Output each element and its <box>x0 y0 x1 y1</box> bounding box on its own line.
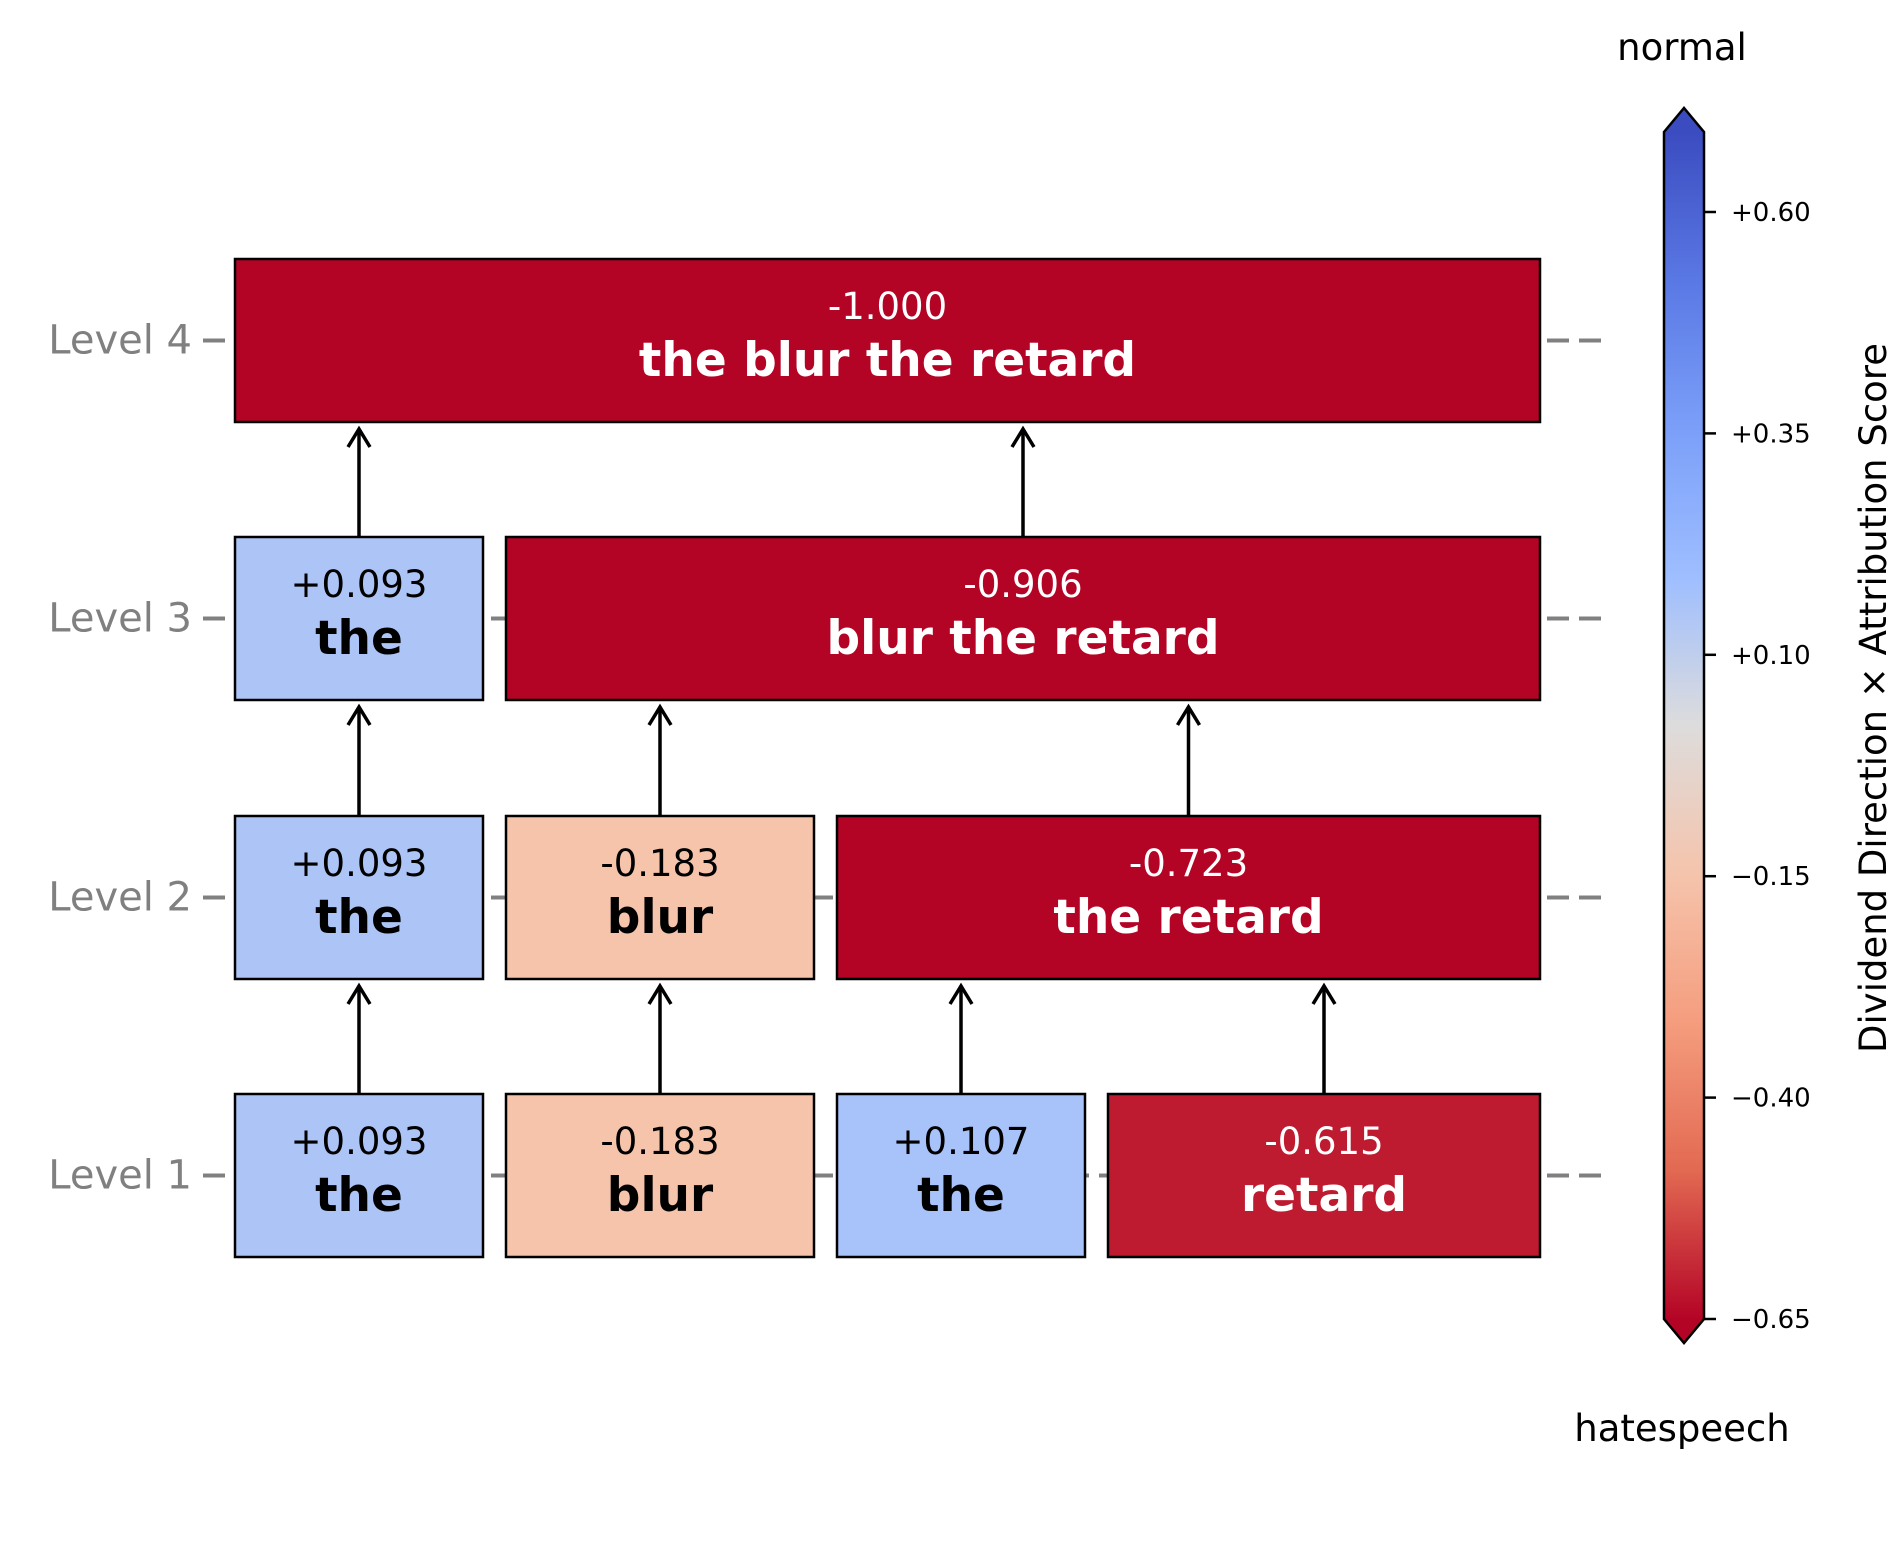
phrase-node-box <box>504 1092 816 1259</box>
colorbar-upper-extension <box>1664 108 1704 132</box>
node-phrase: blur the retard <box>827 611 1220 666</box>
node-phrase: the <box>315 611 403 666</box>
node-phrase: the <box>917 1168 1005 1223</box>
colorbar-axis-label: Dividend Direction × Attribution Score <box>1852 343 1895 1053</box>
node-score: -0.183 <box>600 842 719 885</box>
merge-arrow-head <box>948 982 974 1005</box>
node-phrase: retard <box>1241 1168 1407 1223</box>
colorbar-tick-label: +0.35 <box>1731 419 1811 449</box>
phrase-node-box <box>835 1092 1087 1259</box>
merge-arrow-head <box>346 425 372 448</box>
phrase-node: -0.183 blur <box>504 814 816 981</box>
node-phrase: the <box>315 1168 403 1223</box>
colorbar-tick-label: +0.60 <box>1731 198 1811 228</box>
colorbar-tick-label: −0.40 <box>1731 1084 1811 1114</box>
phrase-node-box <box>233 814 485 981</box>
phrase-node-box <box>504 535 1542 702</box>
colorbar-tick-label: −0.65 <box>1731 1305 1811 1335</box>
phrase-node: -0.183 blur <box>504 1092 816 1259</box>
phrase-node: +0.107 the <box>835 1092 1087 1259</box>
node-score: -1.000 <box>828 285 947 328</box>
colorbar-lower-extension <box>1664 1319 1704 1343</box>
phrase-node-box <box>835 814 1542 981</box>
level-label: Level 3 <box>48 596 192 642</box>
phrase-node-box <box>1106 1092 1542 1259</box>
colorbar-gradient <box>1664 132 1704 1319</box>
merge-arrow-head <box>1010 425 1036 448</box>
phrase-node-box <box>504 814 816 981</box>
phrase-node: -0.615 retard <box>1106 1092 1542 1259</box>
phrase-node: -0.906 blur the retard <box>504 535 1542 702</box>
merge-arrow-head <box>346 703 372 726</box>
level-labels: Level 1 Level 2 Level 3 Level 4 <box>48 318 192 1199</box>
colorbar-ticks: +0.60 +0.35 +0.10 −0.15 −0.40 −0.65 <box>1704 198 1811 1335</box>
phrase-node: +0.093 the <box>233 1092 485 1259</box>
phrase-node-box <box>233 535 485 702</box>
level-guide-lines <box>203 338 1605 1178</box>
colorbar-bottom-label: hatespeech <box>1574 1407 1789 1450</box>
node-phrase: the blur the retard <box>639 333 1136 388</box>
node-score: +0.093 <box>291 563 428 606</box>
phrase-node-box <box>233 257 1542 424</box>
merge-arrow-head <box>346 982 372 1005</box>
node-phrase: the retard <box>1053 890 1323 945</box>
node-phrase: the <box>315 890 403 945</box>
node-score: -0.183 <box>600 1120 719 1163</box>
phrase-nodes: +0.093 the -0.183 blur +0.107 the -0.615 retard… <box>233 257 1542 1259</box>
node-score: +0.093 <box>291 1120 428 1163</box>
phrase-node-box <box>233 1092 485 1259</box>
colorbar-tick-label: −0.15 <box>1731 862 1811 892</box>
colorbar-tick-label: +0.10 <box>1731 641 1811 671</box>
level-label: Level 2 <box>48 875 192 921</box>
node-score: +0.093 <box>291 842 428 885</box>
merge-arrows <box>346 425 1337 1094</box>
node-score: -0.723 <box>1129 842 1248 885</box>
phrase-node: -1.000 the blur the retard <box>233 257 1542 424</box>
node-phrase: blur <box>607 890 714 945</box>
merge-arrow-head <box>1176 703 1201 726</box>
colorbar-top-label: normal <box>1617 26 1747 69</box>
level-label: Level 4 <box>48 318 192 364</box>
colorbar: normal +0.60 +0.35 +0.10 −0.15 −0.40 −0.65 ha… <box>1574 26 1895 1450</box>
level-label: Level 1 <box>48 1153 192 1199</box>
node-score: -0.906 <box>963 563 1082 606</box>
phrase-node: -0.723 the retard <box>835 814 1542 981</box>
node-phrase: blur <box>607 1168 714 1223</box>
phrase-node: +0.093 the <box>233 814 485 981</box>
merge-arrow-head <box>647 982 673 1005</box>
node-score: -0.615 <box>1264 1120 1383 1163</box>
phrase-node: +0.093 the <box>233 535 485 702</box>
merge-arrow-head <box>647 703 673 726</box>
node-score: +0.107 <box>893 1120 1030 1163</box>
merge-arrow-head <box>1311 982 1337 1005</box>
